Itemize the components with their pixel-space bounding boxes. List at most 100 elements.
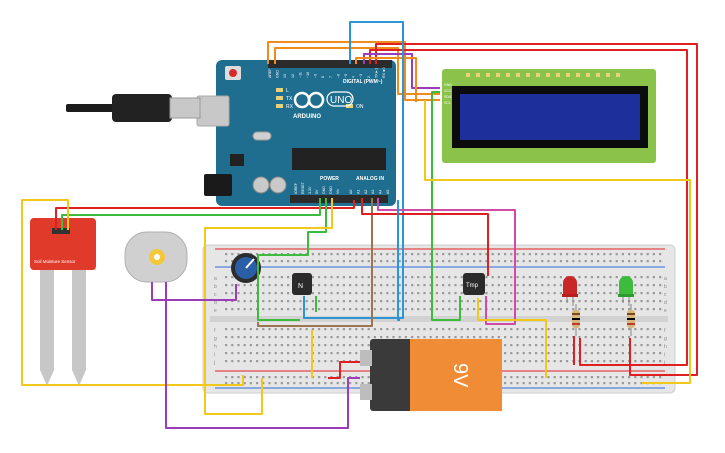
breadboard-hole [628,376,631,379]
usb-cable[interactable] [66,94,201,122]
breadboard-hole [386,308,389,311]
lcd-pin-label: VCC [444,89,452,93]
resistor-red-led[interactable] [572,304,580,336]
wire-yellow-sensor[interactable] [21,199,244,386]
breadboard-hole [615,352,618,355]
wire-yellow-a[interactable] [204,198,333,415]
breadboard-hole [429,308,432,311]
breadboard-hole [299,382,302,385]
wire-purple-battery[interactable] [165,282,360,429]
wire-green-sensor[interactable] [61,198,321,230]
transistor-n[interactable]: N [292,273,312,295]
breadboard-hole [392,336,395,339]
breadboard-hole [578,292,581,295]
breadboard-hole [510,336,513,339]
breadboard-hole [249,300,252,303]
arduino-pin-label: 5V [315,189,319,194]
rx-label: RX [286,104,294,110]
breadboard-hole [417,276,420,279]
breadboard-hole [497,300,500,303]
breadboard-hole [448,328,451,331]
breadboard-hole [634,382,637,385]
wire-brown[interactable] [257,198,373,327]
wire-orange-3[interactable] [355,57,417,102]
breadboard-hole [646,276,649,279]
breadboard-hole [609,344,612,347]
temperature-sensor[interactable]: Tmp [463,273,485,295]
breadboard-hole [280,382,283,385]
wire-blue-top[interactable] [303,21,404,319]
breadboard-hole [584,360,587,363]
breadboard-hole [280,292,283,295]
wire-yellow-lcd[interactable] [424,100,691,384]
dc-jack [204,174,232,196]
arduino-uno-board[interactable]: ARDUINO UNO DIGITAL (PWM~) POWER ANALOG … [196,60,396,206]
breadboard-hole [590,344,593,347]
wire-red-analog[interactable] [361,198,489,276]
breadboard-hole [243,344,246,347]
wires [21,21,698,429]
breadboard-hole [652,253,655,256]
breadboard-hole [237,360,240,363]
breadboard-hole [324,382,327,385]
breadboard-hole [640,328,643,331]
breadboard-hole [572,328,575,331]
wire-yellow-tmp[interactable] [477,298,547,378]
breadboard-hole [404,292,407,295]
dc-motor[interactable] [124,231,188,283]
soil-moisture-sensor[interactable]: Soil Moisture Sensor [30,218,96,386]
breadboard-row-letter: e [664,308,667,314]
breadboard-hole [603,360,606,363]
wire-red-battery[interactable] [328,361,360,379]
breadboard-hole [578,300,581,303]
breadboard-hole [398,260,401,263]
breadboard-hole [634,360,637,363]
breadboard-hole [386,253,389,256]
potentiometer[interactable] [231,253,261,283]
breadboard-hole [448,300,451,303]
breadboard-hole [615,284,618,287]
breadboard-hole [243,300,246,303]
breadboard-row-letter: i [664,352,665,358]
wire-purple-motor[interactable] [151,282,237,301]
wire-green-a[interactable] [257,198,327,321]
led-red[interactable] [562,276,578,306]
breadboard-hole [535,336,538,339]
breadboard-hole [566,328,569,331]
breadboard-hole [485,260,488,263]
breadboard-hole [243,336,246,339]
breadboard-hole [621,336,624,339]
wire-red-sensor[interactable] [55,200,355,230]
lcd-pin-label: GND [444,83,452,87]
resistor-green-led[interactable] [627,304,635,336]
breadboard-hole [330,260,333,263]
wire-blue-analog[interactable] [397,200,400,321]
breadboard-hole [249,308,252,311]
breadboard-hole [355,300,358,303]
wire-red-top[interactable] [375,43,698,376]
breadboard-hole [429,253,432,256]
breadboard-hole [504,308,507,311]
wire-red-top-2[interactable] [369,49,688,366]
breadboard-hole [237,376,240,379]
wire-green-lcd[interactable] [431,91,461,321]
breadboard-hole [597,344,600,347]
breadboard-hole [621,328,624,331]
breadboard-hole [398,336,401,339]
breadboard-hole [349,382,352,385]
breadboard-hole [243,360,246,363]
battery-9v[interactable]: 9V [360,339,502,411]
breadboard-hole [615,292,618,295]
breadboard-hole [373,284,376,287]
breadboard-hole [262,344,265,347]
wire-orange-2[interactable] [274,47,440,95]
breadboard-hole [634,376,637,379]
breadboard-hole [367,344,370,347]
led-green[interactable] [618,276,634,306]
breadboard-hole [262,352,265,355]
breadboard-hole [293,328,296,331]
breadboard-hole [361,253,364,256]
breadboard-hole [318,360,321,363]
